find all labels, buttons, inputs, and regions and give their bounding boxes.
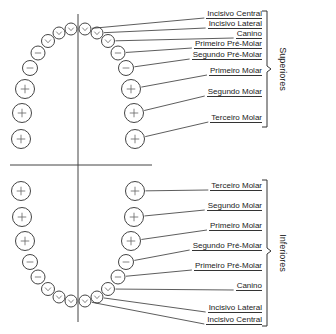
group-label: Superiores — [278, 47, 288, 91]
tooth — [111, 270, 125, 284]
tooth — [31, 46, 45, 60]
tooth — [42, 283, 55, 296]
leader-line — [144, 96, 205, 111]
tooth — [16, 232, 35, 251]
tooth — [23, 61, 38, 76]
tooth — [79, 295, 91, 307]
tooth-label: Incisivo Lateral — [208, 303, 262, 313]
tooth — [122, 80, 141, 99]
tooth-label: Segundo Pré-Molar — [192, 241, 262, 251]
tooth — [42, 35, 55, 48]
leader-line — [104, 28, 206, 33]
leader-line — [92, 18, 204, 28]
tooth — [122, 232, 141, 251]
tooth — [126, 182, 145, 201]
occlusal-line — [10, 165, 152, 166]
leader-line — [126, 270, 192, 276]
tooth — [65, 295, 77, 307]
tooth — [23, 255, 38, 270]
tooth — [31, 270, 45, 284]
leader-line — [145, 122, 208, 137]
tooth-label: Primeiro Pré-Molar — [194, 261, 262, 271]
tooth-label: Primeiro Molar — [209, 66, 262, 76]
tooth-label: Incisivo Lateral — [208, 19, 262, 29]
tooth — [13, 208, 32, 227]
tooth-label: Incisivo Central — [206, 9, 262, 19]
tooth-label: Incisivo Central — [206, 315, 262, 325]
tooth — [119, 255, 134, 270]
bracket — [262, 11, 271, 127]
group-label: Inferiores — [278, 234, 288, 272]
tooth-label: Terceiro Molar — [210, 113, 262, 123]
tooth — [53, 27, 65, 39]
tooth-label: Terceiro Molar — [210, 181, 262, 191]
leader-line — [144, 210, 204, 216]
tooth — [91, 27, 103, 39]
leader-line — [141, 75, 207, 87]
leader-line — [141, 230, 207, 239]
tooth-label: Segundo Molar — [207, 87, 262, 97]
midline — [78, 14, 79, 322]
tooth — [53, 291, 65, 303]
bracket — [262, 180, 271, 326]
leader-line — [104, 298, 206, 312]
tooth — [102, 35, 115, 48]
tooth — [65, 23, 77, 35]
tooth-label: Primeiro Molar — [209, 221, 262, 231]
tooth — [16, 80, 35, 99]
tooth-label: Primeiro Pré-Molar — [194, 39, 262, 49]
tooth — [12, 130, 31, 149]
tooth — [111, 46, 125, 60]
tooth — [125, 208, 144, 227]
tooth-label: Canino — [236, 29, 262, 39]
tooth — [102, 283, 115, 296]
leader-line — [145, 190, 208, 192]
tooth-label: Segundo Molar — [207, 201, 262, 211]
tooth — [13, 104, 32, 123]
tooth — [91, 291, 103, 303]
tooth — [79, 23, 91, 35]
tooth — [125, 104, 144, 123]
leader-line — [134, 59, 189, 67]
tooth — [12, 182, 31, 201]
tooth-label: Segundo Pré-Molar — [192, 50, 262, 60]
leader-line — [126, 48, 192, 52]
leader-line — [116, 289, 234, 291]
tooth — [126, 130, 145, 149]
tooth-label: Canino — [236, 281, 262, 291]
leader-line — [134, 250, 189, 260]
tooth — [119, 61, 134, 76]
leader-line — [92, 302, 204, 324]
